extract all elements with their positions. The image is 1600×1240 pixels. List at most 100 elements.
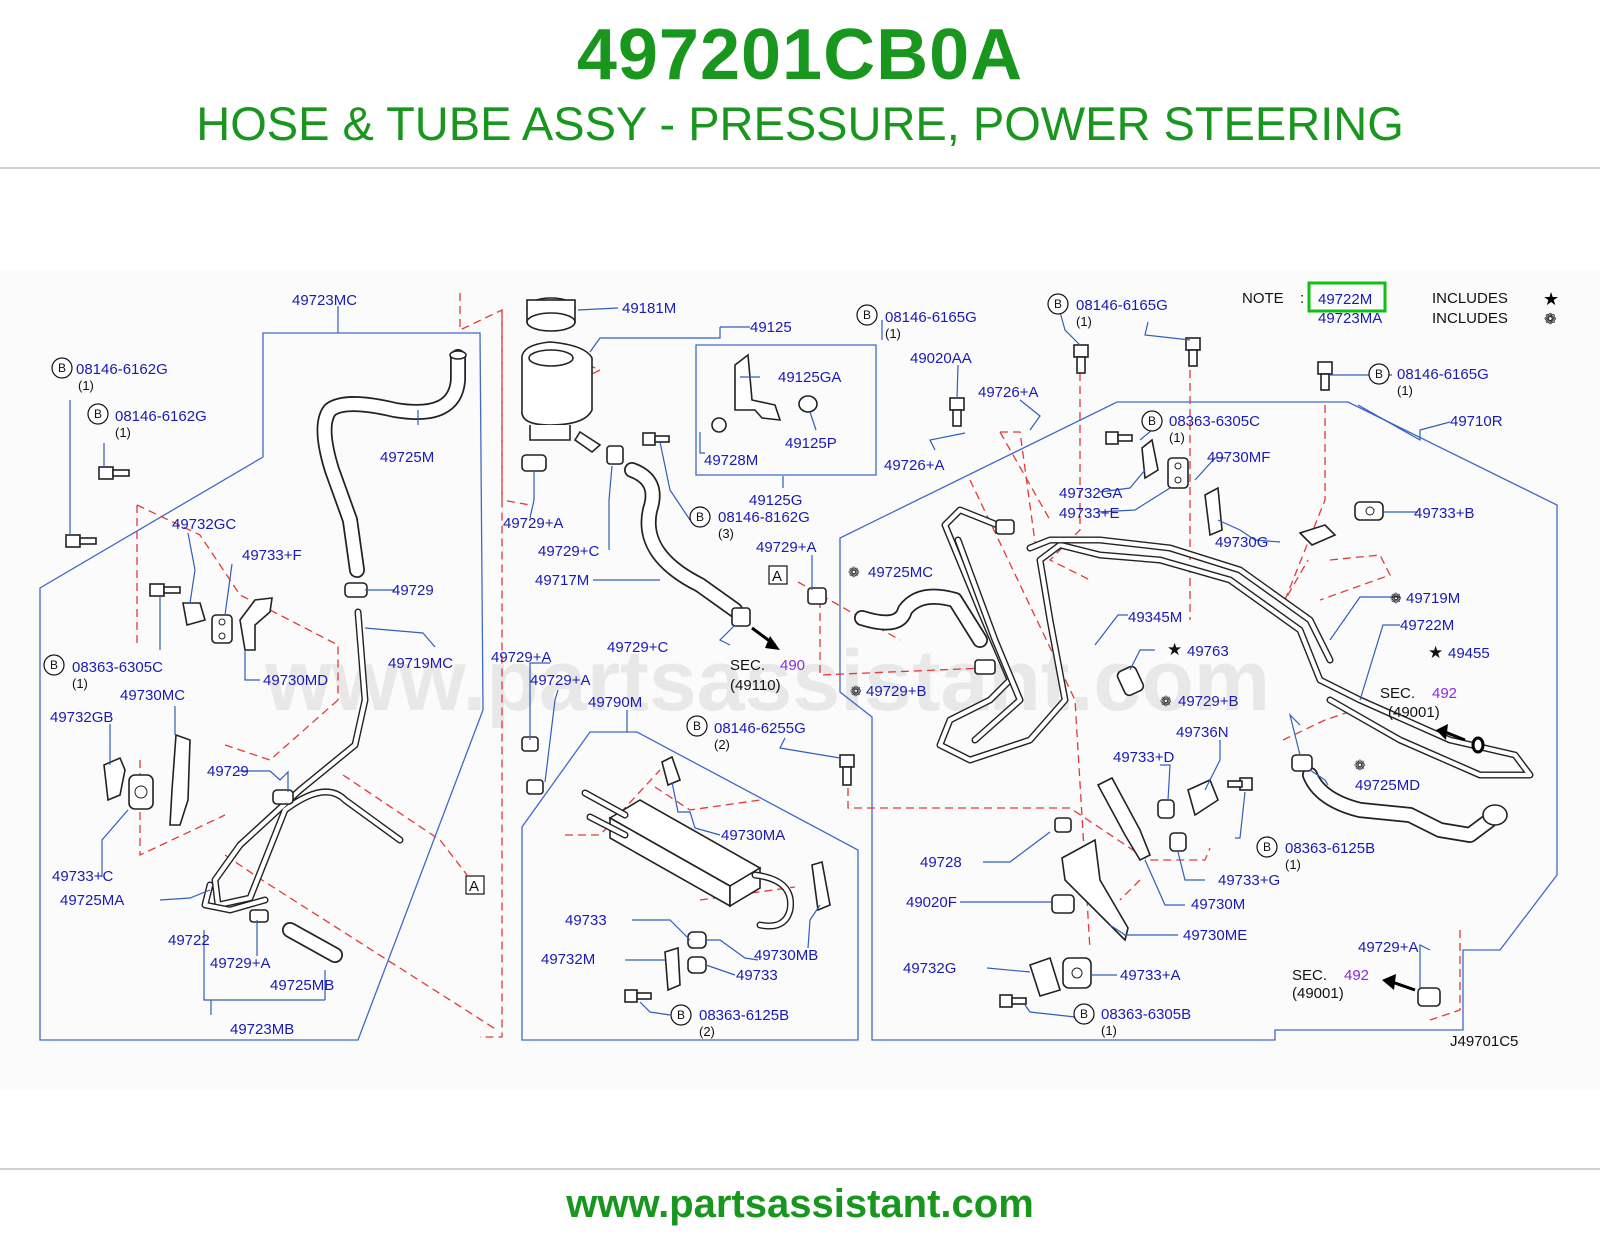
hose-49717M bbox=[624, 462, 743, 618]
note-label: NOTE bbox=[1242, 290, 1284, 307]
part-qty: (3) bbox=[718, 526, 734, 541]
bracket-49732G bbox=[1028, 956, 1062, 997]
watermark-text: www.partsassistant.com bbox=[264, 633, 1270, 729]
clamp-49729C bbox=[606, 445, 624, 465]
bolt-08146-6165G-b bbox=[1073, 344, 1089, 374]
bracket-49730MF bbox=[1204, 486, 1223, 537]
part-label: 49790M bbox=[588, 694, 642, 711]
bolt-08146-6165G-c bbox=[1185, 337, 1201, 367]
footer-url: www.partsassistant.com bbox=[566, 1182, 1034, 1226]
part-label: 49710R bbox=[1450, 413, 1503, 430]
part-label: 49726+A bbox=[978, 384, 1038, 401]
svg-text:B: B bbox=[863, 308, 871, 322]
part-label: 49733 bbox=[736, 967, 778, 984]
flower-icon: ❁ bbox=[1354, 757, 1366, 773]
hose-49725MD bbox=[1302, 767, 1498, 843]
part-label: 49729+A bbox=[530, 672, 590, 689]
part-label: 49725MB bbox=[270, 977, 334, 994]
bolt-08146-8162G bbox=[642, 432, 670, 446]
part-qty: (2) bbox=[714, 737, 730, 752]
insulator-49125P bbox=[798, 395, 818, 413]
part-label: 08146-6162G bbox=[76, 361, 168, 378]
insulator-49020F bbox=[1051, 894, 1075, 914]
footer-divider bbox=[0, 1168, 1600, 1170]
grommet-49733-a bbox=[687, 931, 707, 949]
ref-marker-box bbox=[768, 565, 788, 585]
part-qty: (1) bbox=[72, 676, 88, 691]
svg-text:B: B bbox=[1148, 414, 1156, 428]
leader-lines bbox=[69, 306, 1451, 1018]
part-label: 08146-6255G bbox=[714, 720, 806, 737]
svg-text:B: B bbox=[677, 1008, 685, 1022]
part-label: 49733+A bbox=[1120, 967, 1180, 984]
part-label: 49719M bbox=[1406, 590, 1460, 607]
diagram-code: J49701C5 bbox=[1450, 1033, 1518, 1050]
bolt-08146-6165G-d bbox=[1317, 361, 1333, 391]
part-label: 49020AA bbox=[910, 350, 972, 367]
bolt-08363-6305B bbox=[999, 994, 1027, 1008]
part-labels: 49723MC 08146-6162G (1) 08146-6162G (1) … bbox=[50, 292, 1503, 1039]
part-number-title: 497201CB0A bbox=[576, 15, 1024, 95]
part-label: 08363-6125B bbox=[699, 1007, 789, 1024]
part-label: 49726+A bbox=[884, 457, 944, 474]
section-prefix: SEC. bbox=[730, 657, 765, 674]
part-label: 49729+A bbox=[210, 955, 270, 972]
bolt-08363-6305C-right bbox=[1105, 431, 1133, 445]
flower-icon: ❁ bbox=[848, 564, 860, 580]
svg-text:B: B bbox=[94, 407, 102, 421]
oil-cooler-49790M bbox=[581, 789, 795, 930]
part-label: 49732GC bbox=[172, 516, 236, 533]
bracket-49732GC bbox=[182, 602, 206, 627]
ref-marker-box bbox=[465, 875, 485, 895]
part-label: 49733 bbox=[565, 912, 607, 929]
note-highlight-box bbox=[1307, 281, 1387, 313]
star-icon: ★ bbox=[1543, 289, 1559, 309]
svg-text:B: B bbox=[1263, 840, 1271, 854]
bracket-49732M bbox=[664, 946, 681, 992]
o-ring-49455 bbox=[1471, 736, 1485, 754]
part-label: 49730MA bbox=[721, 827, 785, 844]
svg-text:B: B bbox=[1054, 297, 1062, 311]
part-label: 49730MF bbox=[1207, 449, 1270, 466]
section-number: 492 bbox=[1344, 967, 1369, 984]
part-label: 49763 bbox=[1187, 643, 1229, 660]
grommet-49733-b bbox=[687, 956, 707, 974]
part-qty: (1) bbox=[78, 378, 94, 393]
part-label: 49730MD bbox=[263, 672, 328, 689]
part-label: 49723MB bbox=[230, 1021, 294, 1038]
clamp-49729A-bottom bbox=[1417, 987, 1441, 1007]
bracket-49125GA bbox=[734, 353, 782, 421]
part-qty: (1) bbox=[1076, 314, 1092, 329]
part-label: 49733+B bbox=[1414, 505, 1474, 522]
part-label: 49729 bbox=[207, 763, 249, 780]
part-label: 49736N bbox=[1176, 724, 1229, 741]
part-label: 08363-6125B bbox=[1285, 840, 1375, 857]
clamp-49729A-right bbox=[807, 587, 827, 605]
part-label: 49733+C bbox=[52, 868, 113, 885]
part-qty: (1) bbox=[115, 425, 131, 440]
clip-49730MD bbox=[239, 597, 273, 651]
part-qty: (1) bbox=[1397, 383, 1413, 398]
svg-text:B: B bbox=[1080, 1007, 1088, 1021]
part-label: 49729+A bbox=[756, 539, 816, 556]
part-label: 49729+C bbox=[538, 543, 599, 560]
note-includes-2: INCLUDES bbox=[1432, 310, 1508, 327]
part-label: 08146-8162G bbox=[718, 509, 810, 526]
part-label: 49722 bbox=[168, 932, 210, 949]
header-divider bbox=[0, 167, 1600, 169]
part-label: 49181M bbox=[622, 300, 676, 317]
bolt-49020AA bbox=[949, 397, 965, 427]
part-label: 49729+A bbox=[1358, 939, 1418, 956]
group-outline-cooler bbox=[521, 731, 859, 1041]
part-label: 49729 bbox=[392, 582, 434, 599]
hose-49725MC bbox=[854, 588, 988, 648]
section-number: 490 bbox=[780, 657, 805, 674]
part-qty: (1) bbox=[885, 326, 901, 341]
note-highlighted-part: 49722M bbox=[1318, 291, 1372, 308]
part-description-title: HOSE & TUBE ASSY - PRESSURE, POWER STEER… bbox=[196, 97, 1404, 150]
bracket-49732GB bbox=[103, 756, 126, 802]
part-qty: (1) bbox=[1169, 430, 1185, 445]
clamp-49729B-right bbox=[1291, 754, 1313, 772]
clamp-49729A-d bbox=[526, 779, 544, 795]
ref-marker-label: A bbox=[469, 878, 479, 895]
